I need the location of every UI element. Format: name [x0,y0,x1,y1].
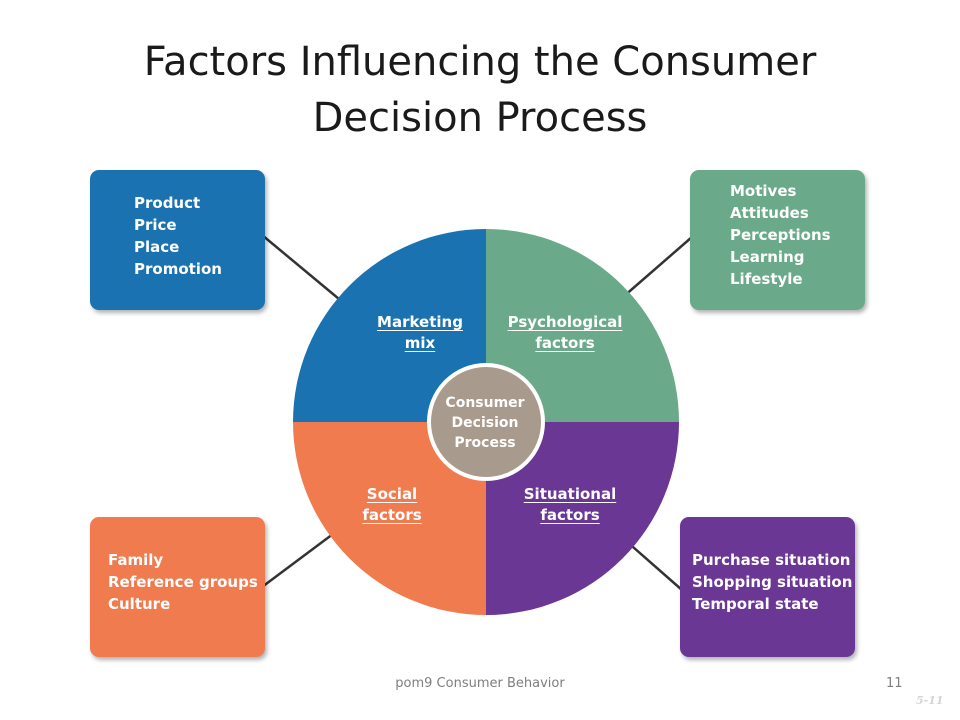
center-label-line: Decision [451,415,519,431]
social-item: Culture [108,595,171,613]
psychological-item: Lifestyle [730,270,803,288]
slide-title-line-1: Factors Influencing the Consumer [143,39,817,85]
segment-label-situational: Situational factors [495,484,645,526]
psychological-item: Motives [730,182,797,200]
segment-label-marketing: Marketing mix [345,312,495,354]
segment-label-line: mix [404,334,436,352]
segment-social [293,422,486,615]
slide-title: Factors Influencing the Consumer Decisio… [60,34,900,146]
center-label: Consumer Decision Process [430,393,540,453]
connector-situational [624,539,683,591]
segment-label-line: Psychological [507,313,623,331]
page-number: 11 [886,676,903,691]
psychological-item: Attitudes [730,204,809,222]
slide-title-line-2: Decision Process [312,95,648,141]
marketing-item: Place [134,238,180,256]
situational-item: Shopping situation [692,573,853,591]
segment-marketing [293,229,486,422]
connector-psychological [622,236,693,298]
situational-item: Temporal state [692,595,819,613]
connector-marketing [261,234,346,305]
center-hub [427,363,545,481]
segment-label-line: Situational [523,485,617,503]
segment-label-line: Social [366,485,418,503]
segment-label-psychological: Psychological factors [490,312,640,354]
social-item: Reference groups [108,573,258,591]
social-item: Family [108,551,164,569]
segment-label-line: factors [540,506,600,524]
social-factors-box: Family Reference groups Culture [90,517,265,657]
slide-footer: pom9 Consumer Behavior [395,676,565,691]
center-label-line: Consumer [445,395,525,411]
segment-psychological [486,229,679,422]
marketing-item: Promotion [134,260,222,278]
situational-item: Purchase situation [692,551,851,569]
psychological-item: Learning [730,248,805,266]
segment-label-line: Marketing [377,313,463,331]
marketing-mix-box: Product Price Place Promotion [90,170,265,310]
marketing-item: Price [134,216,177,234]
slide-code: 5-11 [916,694,944,707]
center-label-line: Process [454,435,516,451]
segment-label-social: Social factors [317,484,467,526]
segment-label-line: factors [535,334,595,352]
psychological-item: Perceptions [730,226,831,244]
situational-factors-box: Purchase situation Shopping situation Te… [680,517,855,657]
segment-label-line: factors [362,506,422,524]
marketing-item: Product [134,194,201,212]
psychological-factors-box: Motives Attitudes Perceptions Learning L… [690,170,865,310]
segment-situational [486,422,679,615]
